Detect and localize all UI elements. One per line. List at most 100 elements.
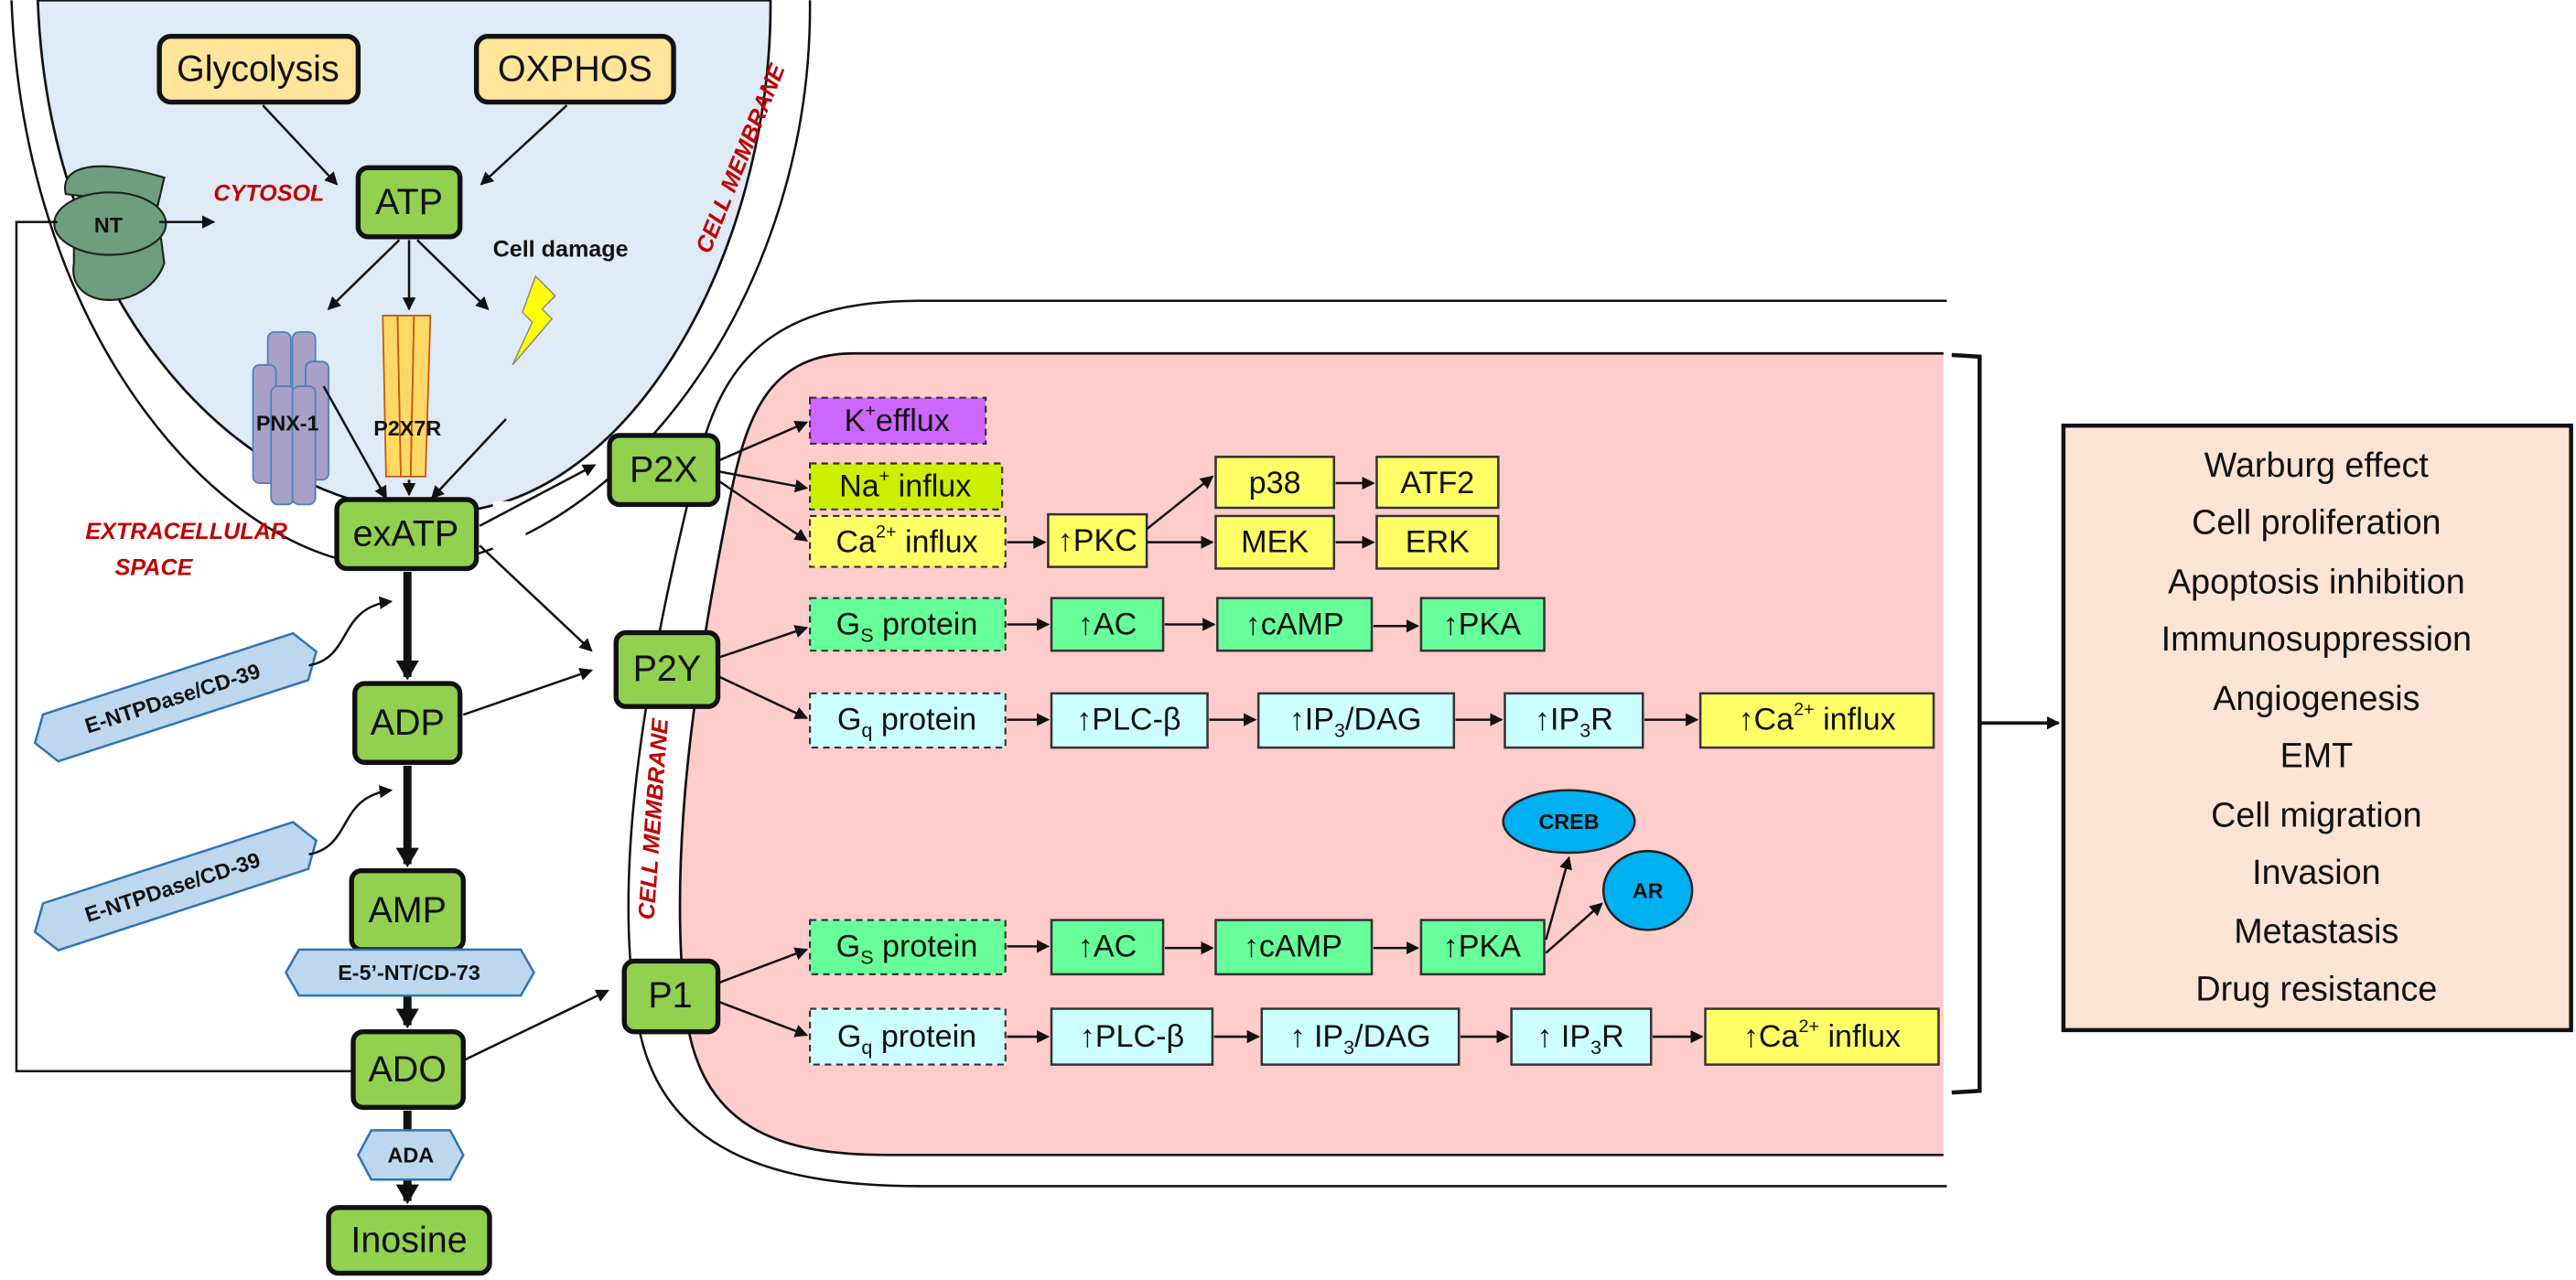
entpdase-tag-2: E-NTPDase/CD-39 — [33, 821, 318, 952]
p1-ac-label: ↑AC — [1078, 929, 1137, 963]
p2y-ac-box — [1050, 597, 1165, 652]
p2y-camp-box — [1216, 597, 1374, 652]
p1-gs-protein-box — [808, 919, 1007, 975]
p1-gq-protein-box — [808, 1007, 1007, 1066]
k-efflux-box — [808, 396, 987, 446]
glycolysis-label: Glycolysis — [177, 49, 340, 90]
p2x7r-channel-icon — [382, 315, 432, 478]
p1-pka-box — [1419, 919, 1546, 976]
outcome-item: Cell proliferation — [2192, 503, 2441, 542]
exatp-label: exATP — [353, 514, 459, 554]
pnx1-channel-icon — [252, 330, 329, 506]
lightning-icon — [512, 274, 556, 366]
mek-label: MEK — [1241, 525, 1309, 560]
outcome-item: Cell migration — [2211, 795, 2421, 834]
cell-cut — [1943, 348, 1954, 1160]
pkc-box — [1047, 512, 1148, 568]
p2y-pka-box — [1419, 597, 1546, 652]
ca-influx-box — [808, 514, 1007, 568]
inosine-label: Inosine — [350, 1221, 467, 1261]
p1-ip3r-box — [1510, 1007, 1653, 1066]
p1-plc-label: ↑PLC-β — [1080, 1019, 1184, 1054]
ar-ellipse — [1601, 849, 1694, 931]
p2y-gs-protein-label: GS protein — [836, 607, 978, 646]
outcomes-box — [2061, 423, 2573, 1033]
p2y-gq-protein-label: Gq protein — [837, 703, 976, 742]
p2y-gq-protein-box — [808, 692, 1007, 749]
ado-box — [350, 1028, 466, 1110]
p38-box — [1214, 456, 1336, 510]
outcome-item: Immunosuppression — [2161, 619, 2472, 658]
p2y-ca-influx-box — [1698, 692, 1935, 749]
outcomes-list: Warburg effect Cell proliferation Apopto… — [2161, 446, 2472, 1008]
mek-box — [1214, 514, 1336, 570]
p1-ac-box — [1050, 919, 1165, 976]
p1-gs-protein-label: GS protein — [836, 929, 978, 968]
erk-label: ERK — [1406, 525, 1470, 560]
p1-ip3dag-label: ↑ IP3/DAG — [1289, 1019, 1430, 1059]
bracket — [1951, 352, 1982, 1095]
cd73-tag: E-5’-NT/CD-73 — [284, 948, 535, 997]
cytosol-label: CYTOSOL — [213, 180, 324, 206]
outcome-item: EMT — [2280, 737, 2354, 775]
p1-ca-influx-box — [1704, 1007, 1940, 1066]
p2x7r-label: P2X7R — [373, 416, 441, 440]
outcome-item: Angiogenesis — [2213, 679, 2420, 717]
membrane-gap — [492, 500, 526, 584]
pkc-label: ↑PKC — [1058, 523, 1137, 558]
outcome-item: Metastasis — [2234, 912, 2398, 951]
atp-label: ATP — [375, 182, 443, 222]
creb-ellipse — [1502, 789, 1636, 855]
outcome-item: Warburg effect — [2204, 446, 2430, 484]
na-influx-box — [808, 462, 1004, 511]
oxphos-box — [473, 34, 676, 105]
p2y-ac-label: ↑AC — [1078, 607, 1137, 641]
entpdase-tag-1: E-NTPDase/CD-39 — [33, 631, 318, 763]
p2y-camp-label: ↑cAMP — [1245, 607, 1344, 641]
outcome-item: Invasion — [2252, 853, 2380, 891]
cell-damage-label: Cell damage — [493, 236, 629, 262]
p2y-gs-protein-box — [808, 597, 1007, 652]
p2y-plc-label: ↑PLC-β — [1076, 703, 1180, 737]
p1-camp-box — [1214, 919, 1374, 976]
p2x-receptor — [607, 433, 721, 508]
atf2-label: ATF2 — [1400, 466, 1474, 500]
p2y-ip3r-label: ↑IP3R — [1535, 703, 1613, 742]
creb-label: CREB — [1538, 810, 1599, 834]
ada-tag: ADA — [356, 1129, 465, 1181]
p2x-label: P2X — [630, 450, 698, 490]
p1-plc-box — [1050, 1007, 1214, 1066]
atp-box — [355, 165, 463, 240]
na-influx-label: Na+ influx — [839, 467, 971, 504]
outcome-item: Drug resistance — [2195, 970, 2437, 1008]
p1-gq-protein-label: Gq protein — [837, 1019, 976, 1059]
exatp-box — [334, 497, 480, 572]
p2y-ca-influx-label: ↑Ca2+ influx — [1738, 700, 1895, 737]
extracellular-label: EXTRACELLULAR — [85, 519, 287, 544]
pnx1-label: PNX-1 — [256, 412, 319, 436]
p2y-receptor — [613, 629, 721, 709]
ado-label: ADO — [368, 1049, 447, 1090]
ar-label: AR — [1633, 878, 1664, 902]
adp-box — [352, 681, 463, 765]
p2y-label: P2Y — [633, 649, 702, 689]
atf2-box — [1375, 456, 1500, 510]
outcome-item: Apoptosis inhibition — [2168, 562, 2465, 600]
p2y-plc-box — [1050, 692, 1209, 749]
extracellular-label-2: SPACE — [115, 555, 194, 581]
oxphos-label: OXPHOS — [498, 49, 652, 90]
p1-receptor — [621, 958, 721, 1035]
amp-label: AMP — [368, 890, 447, 930]
glycolysis-box — [156, 34, 361, 105]
inosine-box — [326, 1205, 492, 1276]
p2y-ip3dag-label: ↑IP3/DAG — [1289, 703, 1422, 742]
p2y-pka-label: ↑PKA — [1443, 607, 1522, 641]
p1-ip3r-label: ↑ IP3R — [1536, 1019, 1623, 1059]
p1-camp-label: ↑cAMP — [1244, 929, 1342, 963]
ada-label: ADA — [388, 1143, 435, 1167]
nt-transporter-icon — [53, 165, 167, 301]
p1-ip3dag-box — [1260, 1007, 1460, 1066]
k-efflux-label: K+efflux — [845, 401, 950, 438]
p2y-ip3dag-box — [1256, 692, 1456, 749]
